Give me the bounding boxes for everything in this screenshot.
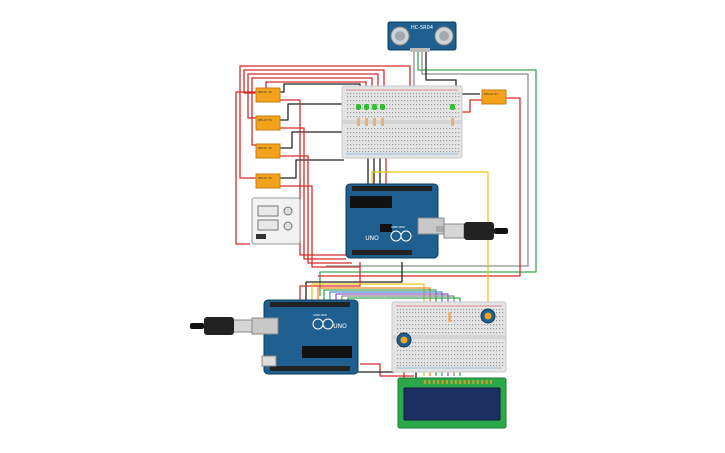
relay-module-2[interactable]: RELAY 5V: [255, 115, 281, 131]
lcd-pins: [424, 380, 492, 384]
wire-black: [280, 159, 344, 179]
wire-red: [280, 99, 346, 256]
wire-red: [462, 99, 482, 113]
wire-black: [425, 50, 457, 88]
relay-label: RELAY 5V: [258, 90, 273, 94]
wire-red: [251, 77, 373, 146]
brand-label: ARDUINO: [313, 313, 328, 317]
wire-red: [360, 363, 414, 377]
breadboard-upper[interactable]: [341, 85, 463, 159]
wire-red: [299, 262, 361, 302]
board-label: UNO: [365, 235, 379, 242]
usb-cable-lower: [190, 317, 253, 335]
relay-module-4[interactable]: RELAY 5V: [255, 173, 281, 189]
wire-red: [280, 127, 346, 260]
relay-label: RELAY 5V: [258, 146, 273, 150]
lcd-display[interactable]: [397, 377, 507, 429]
breadboard-holes: [347, 93, 460, 153]
led-bank: [356, 104, 455, 126]
wire-red: [318, 97, 521, 277]
brand-label: ARDUINO: [391, 225, 406, 229]
ultrasonic-sensor[interactable]: HC-SR04: [387, 21, 457, 52]
wire-red: [235, 91, 256, 245]
power-module[interactable]: [251, 197, 301, 245]
relay-module-5[interactable]: RELAY 5V: [481, 89, 507, 105]
relay-label: RELAY 5V: [484, 92, 499, 96]
relay-label: RELAY 5V: [258, 176, 273, 180]
relay-label: RELAY 5V: [258, 118, 273, 122]
wire-red: [265, 81, 367, 92]
arduino-upper[interactable]: UNO ARDUINO: [345, 183, 445, 259]
sensor-label: HC-SR04: [411, 25, 433, 31]
wire-black: [459, 88, 480, 95]
breadboard-lower[interactable]: [391, 301, 507, 373]
arduino-lower[interactable]: UNO ARDUINO: [251, 299, 359, 375]
wire-red: [247, 73, 379, 119]
potentiometer-2[interactable]: [480, 308, 496, 324]
relay-module-1[interactable]: RELAY 5V: [255, 87, 281, 103]
wire-black: [280, 131, 344, 149]
wire-gray: [326, 50, 529, 267]
usb-cable-upper: [443, 222, 508, 240]
potentiometer-1[interactable]: [396, 332, 412, 348]
wire-black: [280, 103, 344, 121]
wire-red: [280, 155, 352, 264]
wire-black: [305, 262, 403, 302]
wire-red: [280, 185, 360, 268]
wire-red: [239, 65, 411, 179]
board-label: UNO: [333, 323, 347, 330]
relay-module-3[interactable]: RELAY 5V: [255, 143, 281, 159]
